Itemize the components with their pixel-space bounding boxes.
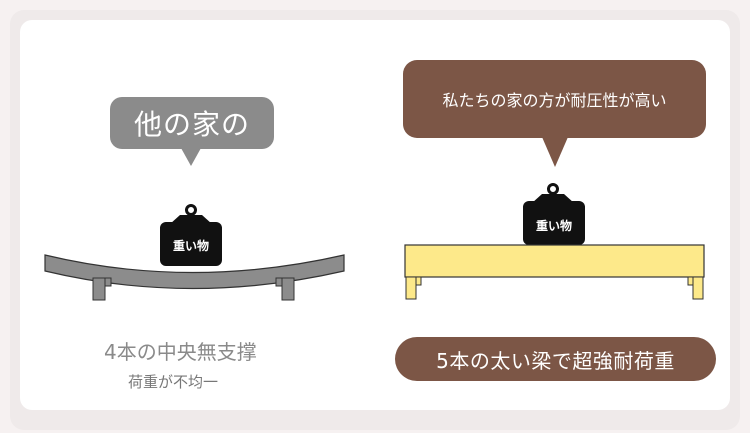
right-caption-text: 5本の太い梁で超強耐荷重 [436, 348, 675, 373]
left-speech-bubble: 他の家の [110, 97, 274, 149]
right-leg-2 [692, 276, 704, 300]
left-leg-2 [281, 277, 295, 301]
right-leg-1 [405, 276, 417, 300]
left-bubble-text: 他の家の [133, 108, 250, 141]
weight-icon-right [523, 183, 585, 245]
right-caption-pill: 5本の太い梁で超強耐荷重 [395, 337, 716, 381]
right-bubble-text: 私たちの家の方が耐圧性が高い [442, 91, 667, 110]
bent-beam [44, 254, 345, 290]
left-leg-2-notch [275, 277, 283, 287]
right-weight-label: 重い物 [535, 219, 572, 233]
right-bubble-tail [542, 137, 568, 167]
left-leg-1 [92, 277, 106, 301]
right-leg-2-notch [687, 276, 694, 286]
left-bubble-tail [181, 148, 201, 166]
left-weight-label: 重い物 [172, 239, 209, 253]
bent-beam-illustration [44, 204, 345, 301]
left-leg-1-notch [104, 277, 112, 287]
weight-icon-left [160, 204, 222, 266]
right-leg-1-notch [415, 276, 422, 286]
left-caption-title: 4本の中央無支撑 [104, 340, 257, 364]
straight-beam [404, 244, 705, 278]
left-caption-subtitle: 荷重が不均一 [128, 373, 219, 391]
straight-beam-illustration [404, 183, 705, 300]
right-speech-bubble: 私たちの家の方が耐圧性が高い [403, 60, 706, 138]
